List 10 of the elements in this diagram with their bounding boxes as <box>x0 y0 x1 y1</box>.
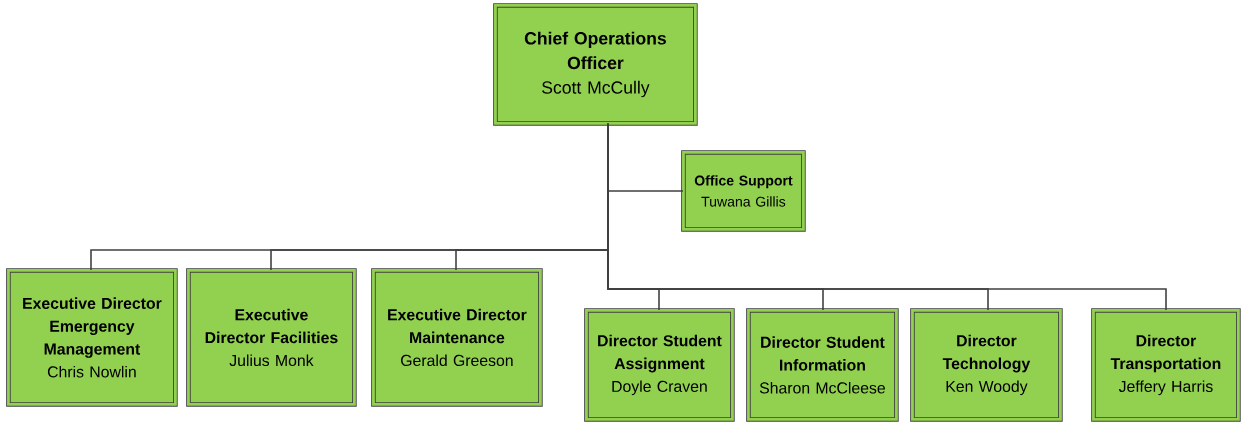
org-box: Executive Director Facilities Julius Monk <box>186 268 357 407</box>
org-box: Executive Director Maintenance Gerald Greeson <box>371 268 543 407</box>
org-box: Office Support Tuwana Gillis <box>681 150 806 232</box>
org-box: Chief Operations Officer Scott McCully <box>493 3 698 126</box>
connector-line <box>607 123 1167 311</box>
org-box: Director Transportation Jeffery Harris <box>1091 308 1241 422</box>
org-box: Director Student Assignment Doyle Craven <box>584 308 735 422</box>
org-box: Executive Director Emergency Management Chris Nowlin <box>6 268 178 407</box>
org-box: Director Technology Ken Woody <box>910 308 1063 422</box>
org-box: Director Student Information Sharon McCleese <box>746 308 899 422</box>
